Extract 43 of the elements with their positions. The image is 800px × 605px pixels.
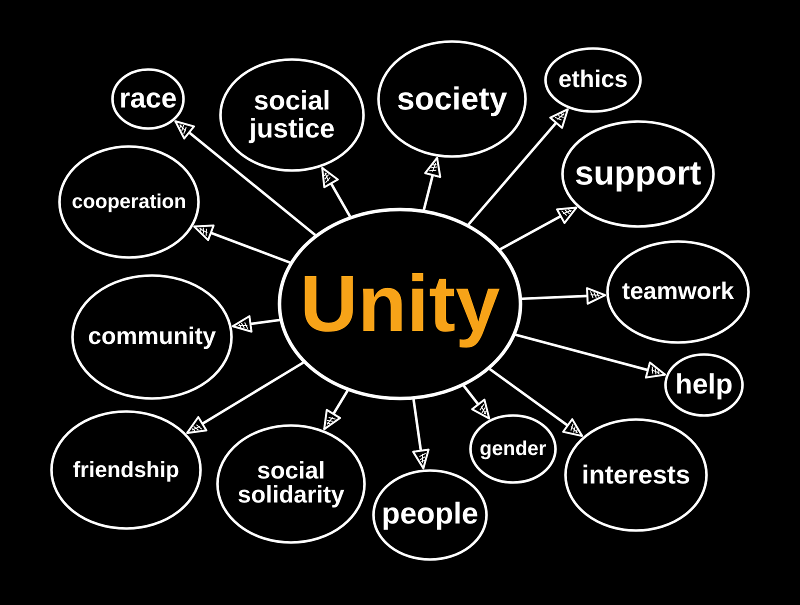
topic-label: ethics xyxy=(557,68,629,92)
arrow xyxy=(193,224,290,264)
topic-bubble xyxy=(50,410,202,530)
topic-bubble xyxy=(564,418,708,532)
topic-bubble xyxy=(219,58,365,172)
topic-bubble xyxy=(58,145,200,259)
topic-label: gender xyxy=(478,438,548,460)
topic-label: support xyxy=(574,156,702,192)
topic-label: friendship xyxy=(72,458,180,482)
arrow xyxy=(462,385,490,420)
arrow xyxy=(321,166,352,218)
topic-label: help xyxy=(674,370,734,400)
arrow xyxy=(323,390,349,430)
arrow xyxy=(515,334,666,379)
topic-label: teamwork xyxy=(620,280,736,304)
arrow xyxy=(412,399,430,470)
topic-label: society xyxy=(396,82,508,116)
arrow xyxy=(174,120,316,236)
central-bubble xyxy=(278,208,522,400)
topic-bubble xyxy=(377,40,527,158)
arrow xyxy=(422,156,442,210)
topic-label: community xyxy=(86,324,217,350)
arrow xyxy=(488,368,584,437)
arrow xyxy=(186,361,304,434)
arrow xyxy=(500,206,578,250)
arrow xyxy=(232,315,280,333)
topic-label: interests xyxy=(580,462,692,488)
topic-label: cooperation xyxy=(70,192,188,212)
arrow xyxy=(522,287,606,305)
topic-label: race xyxy=(118,84,178,114)
topic-bubble xyxy=(372,469,488,561)
topic-label: people xyxy=(380,500,480,530)
topic-bubble xyxy=(561,120,715,228)
topic-bubble xyxy=(606,240,750,344)
topic-bubble xyxy=(111,68,185,130)
arrow xyxy=(467,108,569,226)
topic-bubble xyxy=(469,414,557,484)
topic-bubble xyxy=(664,353,744,417)
topic-bubble xyxy=(544,47,642,113)
topic-label: social justice xyxy=(248,87,336,143)
topic-label: social solidarity xyxy=(236,460,346,508)
topic-bubble xyxy=(216,424,366,544)
topic-bubble xyxy=(71,274,233,400)
